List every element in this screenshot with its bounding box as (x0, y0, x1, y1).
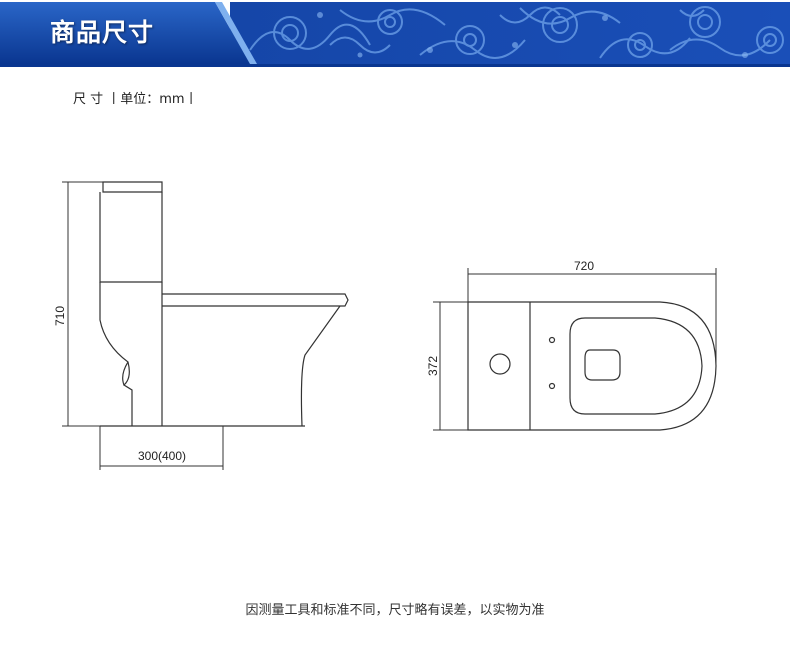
bowl-front-outline (300, 305, 341, 427)
tank-outline (99, 192, 163, 283)
bolt-hole-icon (548, 336, 556, 344)
width-dimension (433, 301, 468, 431)
width-label: 372 (426, 356, 440, 376)
top-outline (467, 301, 717, 431)
toilet-top-view (467, 301, 717, 431)
flush-button-icon (489, 353, 511, 375)
banner-background (0, 2, 790, 67)
section-title: 商品尺寸 (50, 18, 155, 47)
toilet-side-view (99, 181, 349, 427)
height-label: 710 (53, 306, 67, 326)
bolt-hole-icon (548, 382, 556, 390)
pedestal-outline (99, 282, 133, 426)
seat-outline (162, 293, 349, 307)
length-label: 720 (574, 259, 594, 273)
size-unit-caption: 尺 寸 丨单位：mm丨 (73, 92, 198, 107)
seat-ring-outline (569, 317, 703, 415)
length-dimension (467, 268, 717, 366)
tank-lid-outline (102, 181, 163, 193)
section-header-banner: 商品尺寸 (0, 0, 790, 68)
drain-opening (584, 349, 621, 381)
height-dimension (62, 181, 103, 427)
depth-dimension (99, 426, 224, 470)
depth-label: 300(400) (138, 449, 186, 463)
ornament-pattern (249, 6, 784, 59)
measurement-disclaimer: 因测量工具和标准不同，尺寸略有误差，以实物为准 (245, 603, 545, 618)
